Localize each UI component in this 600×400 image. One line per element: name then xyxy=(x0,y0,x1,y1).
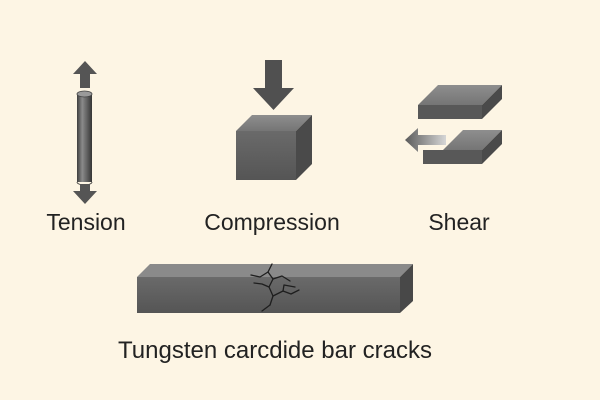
arrow-left-icon xyxy=(405,128,446,152)
compression-label: Compression xyxy=(204,209,340,235)
tension-label: Tension xyxy=(46,209,126,235)
crack-lines-icon xyxy=(250,263,300,312)
upper-plate-icon xyxy=(418,85,502,119)
tension-icon xyxy=(73,61,97,204)
compression-icon xyxy=(236,60,312,180)
cracked-bar-icon xyxy=(137,263,413,313)
shear-label: Shear xyxy=(428,209,490,235)
lower-plate-icon xyxy=(423,130,502,164)
arrow-up-icon xyxy=(73,61,97,88)
shear-icon xyxy=(405,85,502,164)
cube-icon xyxy=(236,115,312,180)
arrow-down-icon xyxy=(253,60,294,110)
arrow-down-icon xyxy=(73,184,97,204)
bar-caption: Tungsten carcdide bar cracks xyxy=(118,337,432,364)
rod-icon xyxy=(76,90,93,186)
